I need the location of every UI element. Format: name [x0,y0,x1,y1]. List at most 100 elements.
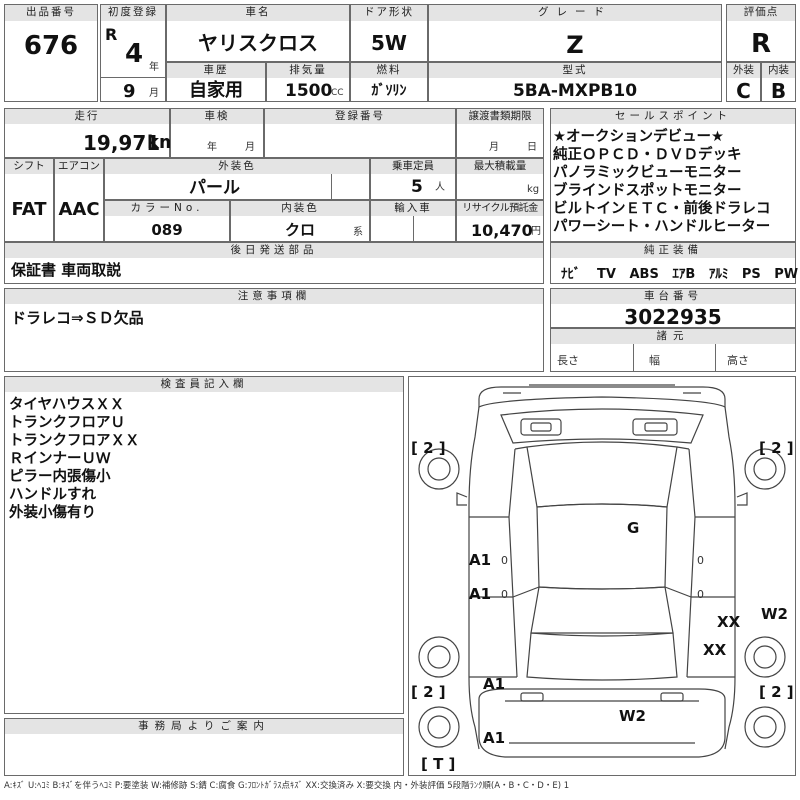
specs-cell: 諸元 長さ 幅 高さ [550,328,796,372]
sales-point: ブラインドスポットモニター [553,183,742,199]
transfer-month-unit: 月 [489,142,499,153]
int-color-label: 内装色 [231,201,369,216]
ac-cell: エアコン AAC [54,158,104,242]
lot-no-label: 出品番号 [5,5,97,21]
damage-mark-rear-right-2: XX [703,641,727,659]
tread-rear-right: [ 2 ] [759,683,794,701]
equipment-item: ｴｱB [672,267,696,282]
inspector-label: 検査員記入欄 [5,377,403,392]
later-parts-cell: 後日発送部品 保証書 車両取説 [4,242,544,284]
capacity-unit: 人 [435,182,445,193]
mileage-label: 走行 [5,109,169,124]
specs-label: 諸元 [551,329,795,344]
month-unit: 月 [149,88,159,99]
later-parts-label: 後日発送部品 [5,243,543,258]
damage-mark-rear-fender: A1 [483,675,506,693]
inspector-note: ハンドルすれ [9,487,96,503]
recycle-cell: リサイクル預託金 10,470 円 [456,200,544,242]
reg-no-label: 登録番号 [265,109,455,124]
import-label: 輸入車 [371,201,455,216]
inspection-month-unit: 月 [245,142,255,153]
sales-point: パワーシート・ハンドルヒーター [553,219,771,235]
color-no-label: カラーNo. [105,201,229,216]
color-cell: 外装色 パール [104,158,370,200]
maxload-label: 最大積載量 [457,159,543,174]
recycle-unit: 円 [531,226,541,237]
grade-cell: グレード Z [428,4,722,62]
chassis-cell: 車台番号 3022935 [550,288,796,328]
equipment-item: ﾅﾋﾞ [561,267,581,282]
car-name-label: 車名 [167,5,349,21]
shift: FAT [11,199,47,220]
history-label: 車歴 [167,63,265,78]
shift-label: シフト [5,159,53,174]
sales-points-list: ★オークションデビュー★ 純正ＯＰＣＤ・ＤＶＤデッキ パノラミックビューモニター… [553,128,771,236]
chassis-label: 車台番号 [551,289,795,304]
inspector-notes: タイヤハウスＸＸ トランクフロアＵ トランクフロアＸＸ ＲインナーＵＷ ピラー内… [9,396,140,522]
car-name: ヤリスクロス [198,31,318,55]
equipment-item: PW [774,267,799,282]
int-color: クロ [285,221,316,239]
color: パール [189,178,240,198]
equipment-item: PS [741,267,761,282]
damage-mark-rear-right-1: XX [717,613,741,631]
displacement-unit: CC [331,88,344,98]
capacity-cell: 乗車定員 5 人 [370,158,456,200]
zero-marker: 0 [501,554,508,567]
door-type: 5W [371,31,407,55]
first-reg-cell: 初度登録 R 4 年 9 月 [100,4,166,102]
mileage: 19,971 [83,131,161,155]
fuel-label: 燃料 [351,63,427,78]
sales-point: ビルトインＥＴＣ・前後ドラレコ [553,201,771,217]
car-diagram: [ 2 ] [ 2 ] [ 2 ] [ 2 ] [ T ] G A1 A1 A1… [408,376,796,776]
score-label: 評価点 [727,5,795,21]
era: R [105,25,118,44]
tread-front-right: [ 2 ] [759,439,794,457]
notes-text: ドラレコ⇒ＳＤ欠品 [11,309,144,327]
zero-marker: 0 [697,554,704,567]
transfer-label: 譲渡書類期限 [457,109,543,124]
equipment-label: 純正装備 [551,243,795,258]
maxload-cell: 最大積載量 kg [456,158,544,200]
inspector-cell: 検査員記入欄 タイヤハウスＸＸ トランクフロアＵ トランクフロアＸＸ Ｒインナー… [4,376,404,714]
door-cell: ドア形状 5W [350,4,428,62]
int-color-unit: 系 [353,227,363,238]
int-score: B [770,79,787,103]
inspector-note: タイヤハウスＸＸ [9,397,125,413]
equipment-item: ｱﾙﾐ [708,267,729,282]
equipment-list: ﾅﾋﾞ TV ABS ｴｱB ｱﾙﾐ PS PW [561,263,798,282]
sales-points-cell: セールスポイント ★オークションデビュー★ 純正ＯＰＣＤ・ＤＶＤデッキ パノラミ… [550,108,796,242]
reg-year: 4 [125,39,144,69]
inspector-note: ピラー内張傷小 [9,469,111,485]
damage-mark-front-door: A1 [469,551,492,569]
year-unit: 年 [149,62,159,73]
zero-marker: 0 [697,588,704,601]
reg-no-cell: 登録番号 [264,108,456,158]
sales-point: ★オークションデビュー★ [553,129,724,145]
sales-points-label: セールスポイント [551,109,795,124]
mileage-cell: 走行 19,971 km [4,108,178,158]
color-no-cell: カラーNo. 089 [104,200,230,242]
capacity-label: 乗車定員 [371,159,455,174]
model-cell: 型式 5BA-MXPB10 [428,62,722,102]
history: 自家用 [189,80,243,101]
office-cell: 事務局よりご案内 [4,718,404,776]
width-label: 幅 [649,354,660,367]
color-no: 089 [151,221,183,239]
length-label: 長さ [557,354,579,367]
recycle: 10,470 [471,221,533,240]
fuel-cell: 燃料 ｶﾞｿﾘﾝ [350,62,428,102]
shift-cell: シフト FAT [4,158,54,242]
color-label: 外装色 [105,159,369,174]
notes-cell: 注意事項欄 ドラレコ⇒ＳＤ欠品 [4,288,544,372]
height-label: 高さ [727,354,749,367]
inspector-note: 外装小傷有り [9,505,96,521]
damage-mark-rear-panel: W2 [619,707,646,725]
tread-front-left: [ 2 ] [411,439,446,457]
fuel: ｶﾞｿﾘﾝ [371,83,407,99]
zero-marker: 0 [501,588,508,601]
equipment-cell: 純正装備 ﾅﾋﾞ TV ABS ｴｱB ｱﾙﾐ PS PW [550,242,798,284]
import-cell: 輸入車 [370,200,456,242]
chassis-number: 3022935 [624,305,722,329]
displacement: 1500 [285,81,333,101]
